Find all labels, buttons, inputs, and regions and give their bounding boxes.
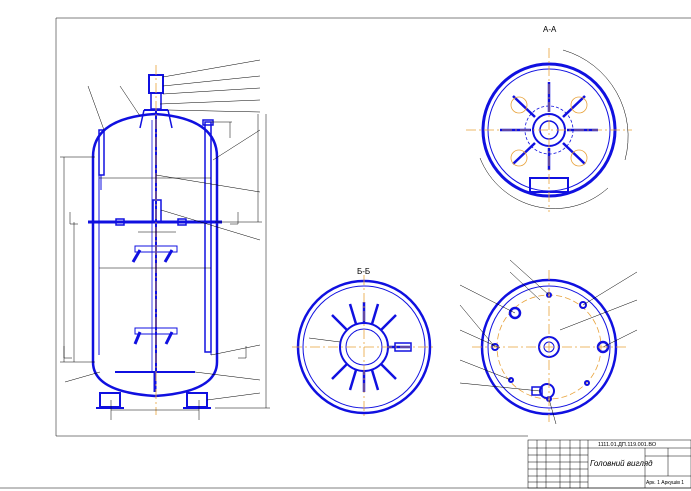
section-aa-view <box>479 49 629 209</box>
front-view-vessel <box>88 74 222 409</box>
section-aa-label: А-А <box>543 25 557 34</box>
drawing-frame <box>0 17 691 489</box>
title-block-sheet-info: Арк. 1 Аркушів 1 <box>646 480 684 486</box>
title-block-doc-code: 1111.01.ДП.119.001.ВО <box>598 442 657 448</box>
front-view-leaders <box>60 59 270 420</box>
section-bb-label: Б-Б <box>357 267 370 276</box>
top-view <box>459 259 638 425</box>
title-block <box>527 439 691 489</box>
title-block-title: Головний вигляд <box>590 459 653 468</box>
